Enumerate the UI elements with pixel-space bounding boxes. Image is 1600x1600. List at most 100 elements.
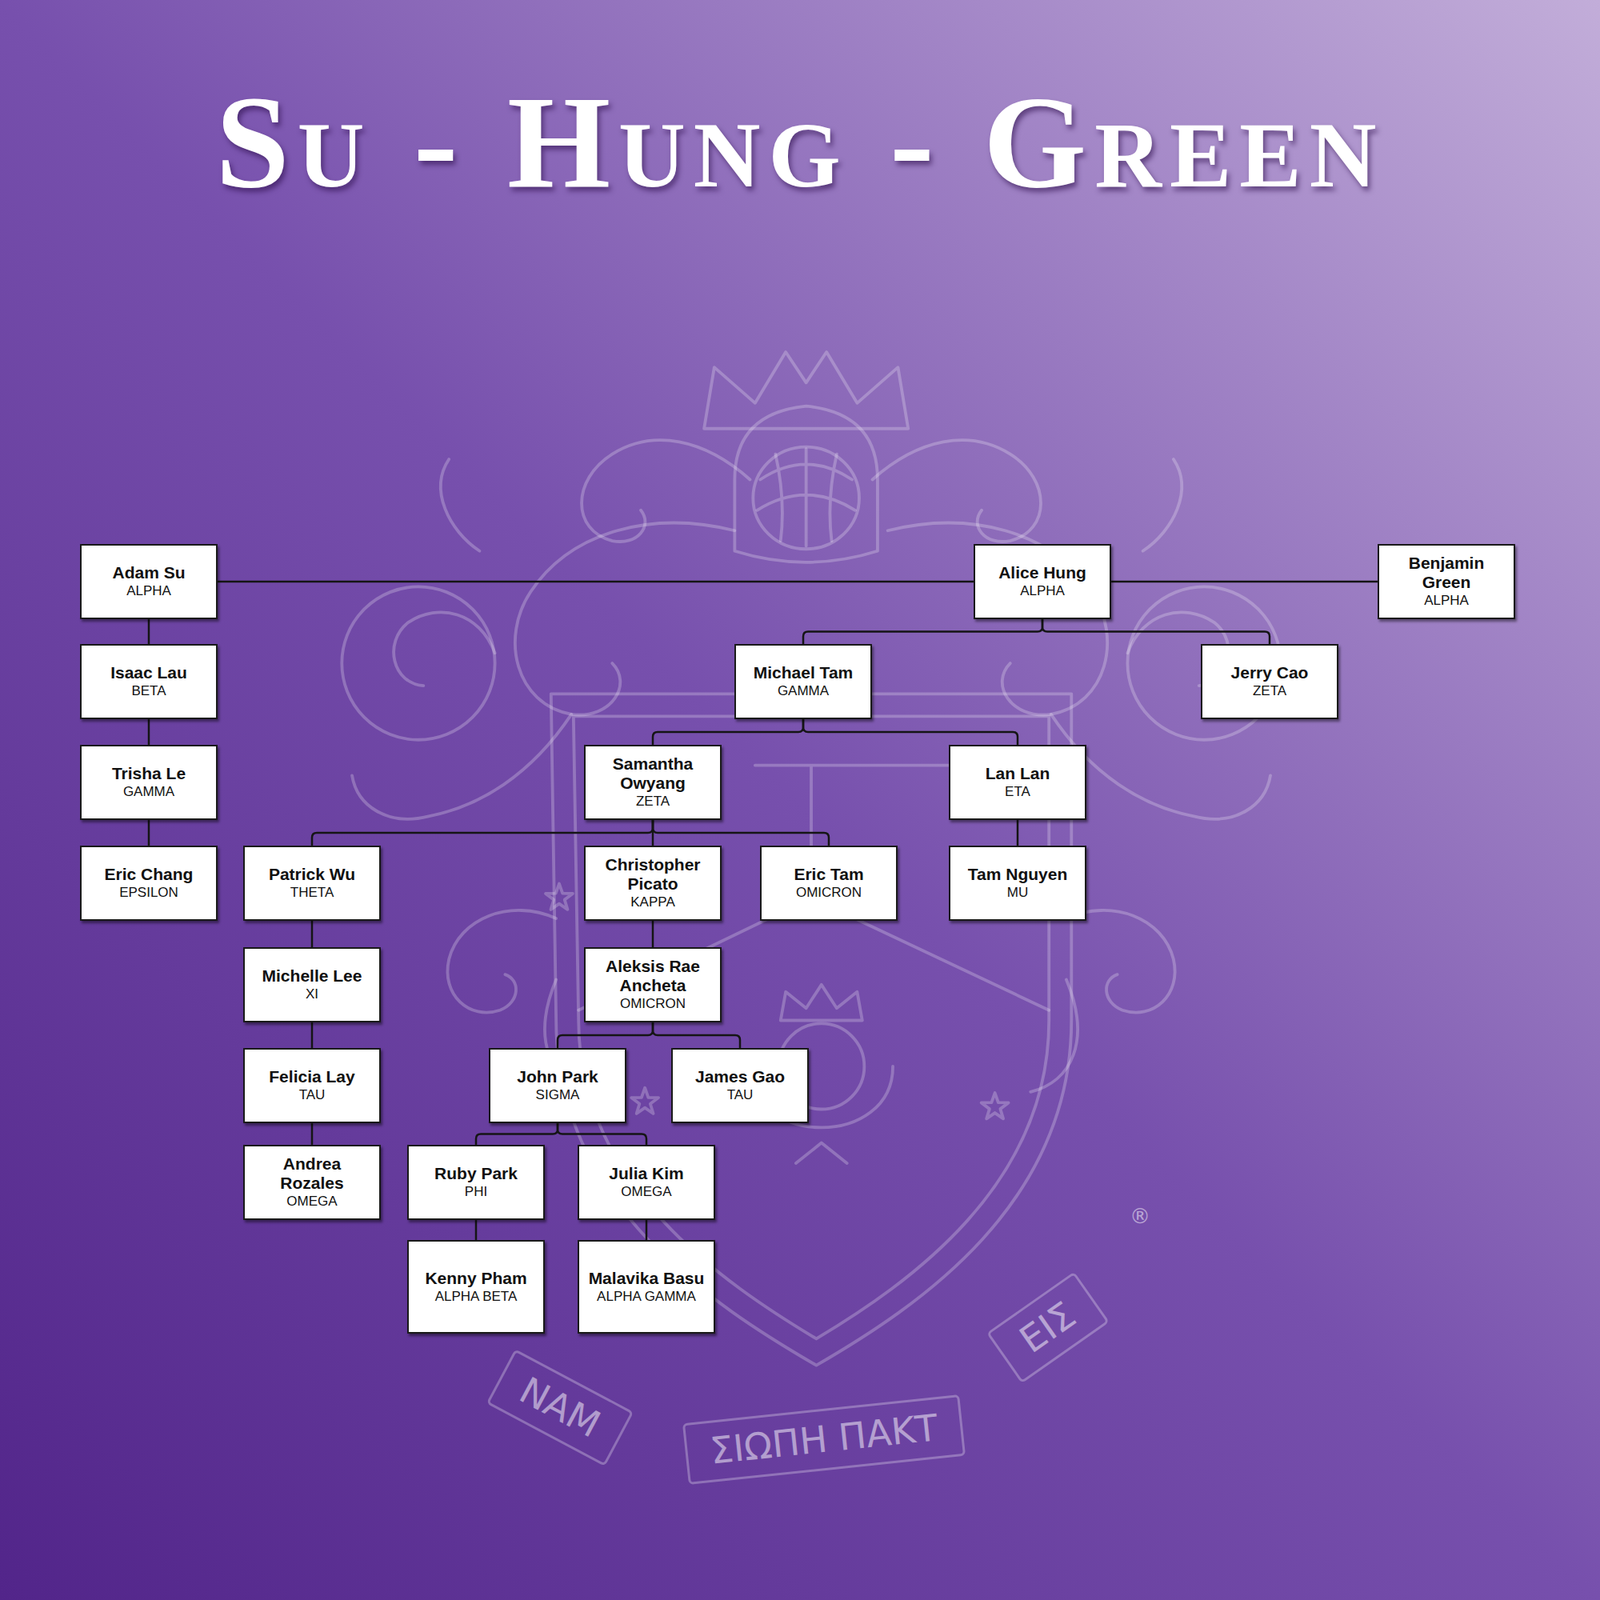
chapter-letter: TAU (681, 1087, 799, 1104)
skull-crown (780, 984, 863, 1021)
lineage-connector (652, 1022, 740, 1048)
chapter-letter: GAMMA (90, 784, 208, 800)
member-box: Andrea RozalesOMEGA (243, 1144, 381, 1220)
chapter-letter: ALPHA (90, 583, 208, 600)
member-name: Michael Tam (744, 663, 862, 683)
member-box: Isaac LauBETA (80, 644, 218, 720)
lineage-connector (557, 1123, 647, 1145)
member-name: Aleksis Rae Ancheta (594, 956, 712, 996)
member-box: Trisha LeGAMMA (80, 744, 218, 820)
member-box: Adam SuALPHA (80, 544, 218, 620)
lineage-connector (148, 820, 151, 846)
lineage-connector (803, 719, 1018, 745)
member-name: Eric Tam (770, 864, 888, 884)
lineage-connector (312, 820, 653, 846)
lineage-connector (645, 1220, 648, 1240)
member-box: James GaoTAU (671, 1048, 809, 1124)
lineage-connector (148, 619, 151, 644)
chapter-letter: OMEGA (588, 1184, 705, 1200)
member-name: Tam Nguyen (959, 864, 1076, 884)
helmet (734, 406, 878, 563)
member-name: Felicia Lay (253, 1067, 371, 1087)
member-name: Christopher Picato (594, 855, 712, 894)
member-box: Julia KimOMEGA (577, 1144, 716, 1220)
chapter-letter: THETA (253, 884, 371, 901)
member-box: Christopher PicatoKAPPA (584, 845, 722, 921)
member-name: Adam Su (90, 563, 208, 583)
chapter-letter: BETA (90, 683, 208, 700)
chapter-letter: ALPHA (984, 583, 1101, 600)
chapter-letter: ALPHA (1388, 592, 1505, 609)
member-box: Eric TamOMICRON (760, 845, 898, 921)
member-box: Benjamin GreenALPHA (1377, 544, 1516, 620)
member-box: Lan LanETA (948, 744, 1087, 820)
chapter-letter: OMEGA (253, 1193, 371, 1210)
lineage-connector (652, 719, 804, 745)
lineage-connector (557, 1022, 653, 1048)
member-name: Lan Lan (959, 764, 1076, 784)
lineage-connector (652, 920, 655, 948)
visor-grid (756, 448, 855, 546)
member-box: John ParkSIGMA (488, 1048, 627, 1124)
chapter-letter: GAMMA (744, 683, 862, 700)
member-name: Trisha Le (90, 764, 208, 784)
lineage-connector (475, 1220, 478, 1240)
chapter-letter: PHI (417, 1184, 535, 1200)
lineage-connector (803, 619, 1043, 644)
member-box: Tam NguyenMU (948, 845, 1087, 921)
lineage-connector (1016, 820, 1020, 846)
lineage-connector (476, 1123, 558, 1145)
member-box: Samantha OwyangZETA (584, 744, 722, 820)
member-name: Andrea Rozales (253, 1154, 371, 1193)
lineage-connector (311, 1123, 314, 1145)
chapter-letter: OMICRON (770, 884, 888, 901)
chapter-letter: EPSILON (90, 884, 208, 901)
member-name: Benjamin Green (1388, 553, 1505, 592)
lineage-connector (217, 580, 974, 584)
member-name: Samantha Owyang (594, 754, 712, 793)
lineage-connector (1111, 580, 1378, 584)
lineage-connector (1042, 619, 1270, 644)
crest-group (341, 352, 1280, 1366)
member-name: John Park (499, 1067, 616, 1087)
chapter-letter: OMICRON (594, 996, 712, 1012)
member-box: Alice HungALPHA (973, 544, 1112, 620)
crown (704, 352, 908, 429)
member-name: Michelle Lee (253, 966, 371, 986)
member-box: Eric ChangEPSILON (80, 845, 218, 921)
member-name: James Gao (681, 1067, 799, 1087)
member-name: Jerry Cao (1211, 663, 1328, 683)
member-box: Patrick WuTHETA (243, 845, 381, 921)
chapter-letter: XI (253, 986, 371, 1003)
mantling (341, 440, 750, 1092)
chapter-letter: ALPHA GAMMA (588, 1288, 705, 1305)
lineage-connector (311, 920, 314, 948)
member-box: Jerry CaoZETA (1200, 644, 1339, 720)
chapter-letter: MU (959, 884, 1076, 901)
motto-banner-text: ΣΙΩΠΗ ΠΑΚΤ (682, 1394, 966, 1485)
member-name: Isaac Lau (90, 663, 208, 683)
chapter-letter: KAPPA (594, 894, 712, 911)
chapter-letter: ALPHA BETA (417, 1288, 535, 1305)
lineage-connector (652, 820, 829, 846)
member-box: Michael TamGAMMA (734, 644, 872, 720)
motto-banner-text: ΝΑΜ (486, 1349, 634, 1468)
diagram-title: Su - Hung - Green (0, 68, 1600, 216)
chapter-letter: ZETA (1211, 683, 1328, 700)
member-name: Julia Kim (588, 1164, 705, 1184)
chapter-letter: TAU (253, 1087, 371, 1104)
helmet-visor (752, 447, 860, 550)
lineage-connector (311, 1022, 314, 1048)
member-name: Alice Hung (984, 563, 1101, 583)
member-box: Felicia LayTAU (243, 1048, 381, 1124)
motto-banner-text: ΕΙΣ (986, 1272, 1110, 1384)
member-box: Michelle LeeXI (243, 947, 381, 1023)
member-name: Patrick Wu (253, 864, 371, 884)
registered-mark: ® (1129, 1204, 1151, 1228)
chapter-letter: ZETA (594, 793, 712, 810)
member-box: Aleksis Rae AnchetaOMICRON (584, 947, 722, 1023)
member-name: Malavika Basu (588, 1268, 705, 1288)
chapter-letter: ETA (959, 784, 1076, 800)
